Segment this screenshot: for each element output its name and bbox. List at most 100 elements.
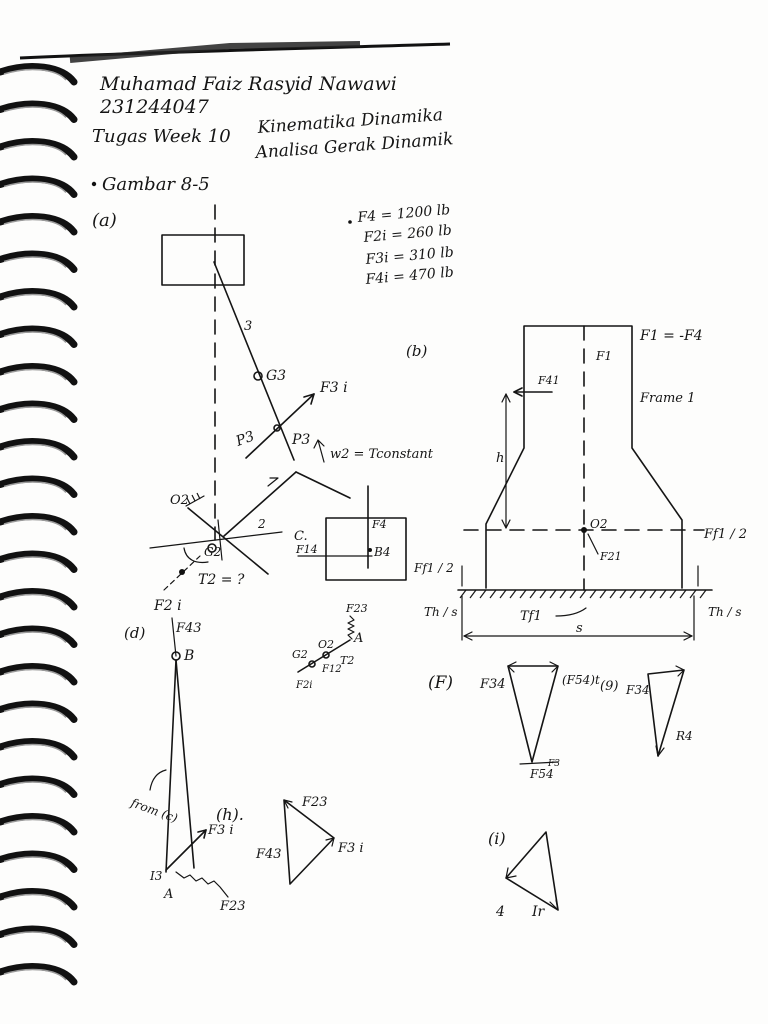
f23-spring [175, 871, 229, 898]
spiral-ring [0, 700, 78, 723]
f3i-label: F3 i [319, 380, 348, 396]
ground-hatch-mark [669, 589, 677, 599]
force-triangle-f [507, 665, 559, 763]
spiral-ring [0, 438, 78, 461]
th-left-label: Th / s [424, 605, 458, 619]
part-a-label: (a) [92, 210, 117, 231]
spiral-ring-highlight [3, 106, 67, 119]
triangle-i-arrowhead [549, 899, 559, 911]
triangle-g-arrowhead [675, 665, 685, 677]
triangle-h-arrowhead [325, 837, 335, 847]
spiral-ring [0, 400, 78, 423]
given-f4i: F4i = 470 lb [364, 264, 454, 288]
ground-hatch-mark [459, 589, 467, 599]
b-label: B [183, 648, 194, 664]
ground-hatch-mark [479, 589, 487, 599]
frame-outline [485, 325, 683, 589]
spiral-ring [0, 663, 78, 686]
page-top-edge-shadow [69, 41, 361, 63]
f43-line [171, 617, 177, 657]
figure-reference: Gambar 8-5 [102, 174, 210, 195]
spiral-ring-highlight [3, 368, 67, 381]
part-h-diagram: (h). F23 F43 F3 i [216, 795, 364, 885]
ground-hatch [459, 589, 707, 599]
f23-label: F23 [345, 602, 368, 615]
h-label: h [496, 451, 504, 466]
f3i-arrow [165, 829, 207, 871]
f2i-line [163, 555, 201, 591]
spiral-ring [0, 625, 78, 648]
spiral-ring-highlight [3, 406, 67, 419]
link-line-right [175, 659, 195, 869]
f12-label: F12 [321, 664, 342, 675]
four-label: 4 [495, 904, 505, 920]
spiral-ring [0, 888, 78, 911]
bullet-dot [91, 181, 97, 187]
link-3-label: 3 [244, 319, 252, 334]
f3i-arrowhead [303, 393, 315, 405]
f2i-label: F2i [295, 680, 313, 691]
hatch-mark [196, 492, 201, 500]
spiral-ring [0, 138, 78, 161]
spiral-ring [0, 325, 78, 348]
th-right-label: Th / s [708, 605, 742, 619]
f34-label: F34 [625, 683, 650, 697]
part-f-label: (F) [428, 673, 453, 693]
g2-point [308, 660, 316, 668]
s-label: s [576, 621, 583, 636]
f3i-label: F3 i [207, 823, 234, 838]
spiral-ring [0, 513, 78, 536]
ground-hatch-mark [649, 589, 657, 599]
ff-left-label: Ff1 / 2 [413, 561, 454, 575]
spiral-ring [0, 100, 78, 123]
g3-point [253, 371, 263, 381]
f21-label: F21 [599, 550, 622, 563]
triangle-i-arrowhead [505, 867, 517, 879]
spiral-ring [0, 288, 78, 311]
ground-hatch-mark [529, 589, 537, 599]
p-left-label: P3 [233, 428, 257, 450]
triangle-f-base [519, 761, 559, 765]
triangle-g-arrowhead [655, 745, 665, 757]
b4-point [368, 548, 372, 552]
part-h-label: (h). [216, 805, 244, 824]
ground-hatch-mark [519, 589, 527, 599]
omega-label: w2 = Tconstant [330, 447, 434, 462]
f3-label: F3 [547, 759, 560, 769]
g2-label: G2 [292, 648, 308, 661]
ground-hatch-mark [499, 589, 507, 599]
f23-label: F23 [301, 795, 328, 810]
vertical-line [217, 519, 223, 561]
p3-label: P3 [291, 432, 310, 448]
spiral-ring [0, 850, 78, 873]
f3i-arrowhead [197, 829, 207, 839]
force-triangle-i [505, 831, 559, 911]
part-f-diagram: (F) F34 (F54)t F54 F3 [428, 661, 600, 781]
spiral-ring-highlight [3, 218, 67, 231]
spiral-ring [0, 213, 78, 236]
link-extension [295, 471, 351, 499]
h-arrowheads [501, 393, 511, 529]
ground-hatch-mark [609, 589, 617, 599]
given-f2i: F2i = 260 lb [362, 222, 452, 246]
slider-block [161, 234, 245, 286]
omega-arrow [313, 439, 325, 463]
ground-hatch-mark [659, 589, 667, 599]
link-line-left [165, 659, 177, 873]
spiral-ring-highlight [3, 518, 67, 531]
link-3 [213, 261, 295, 461]
link-arrow [267, 477, 279, 487]
i3-label: I3 [149, 869, 163, 883]
a-label: A [163, 887, 173, 902]
ground-hatch-mark [679, 589, 687, 599]
hatch-mark [191, 494, 196, 502]
tf-arrow [555, 607, 587, 617]
frame-label: Frame 1 [639, 391, 695, 406]
link-2 [223, 471, 297, 537]
student-name: Muhamad Faiz Rasyid Nawawi [99, 73, 397, 95]
r4-label: R4 [675, 729, 693, 743]
spiral-ring-highlight [3, 931, 67, 944]
f54-label: F54 [529, 767, 554, 781]
